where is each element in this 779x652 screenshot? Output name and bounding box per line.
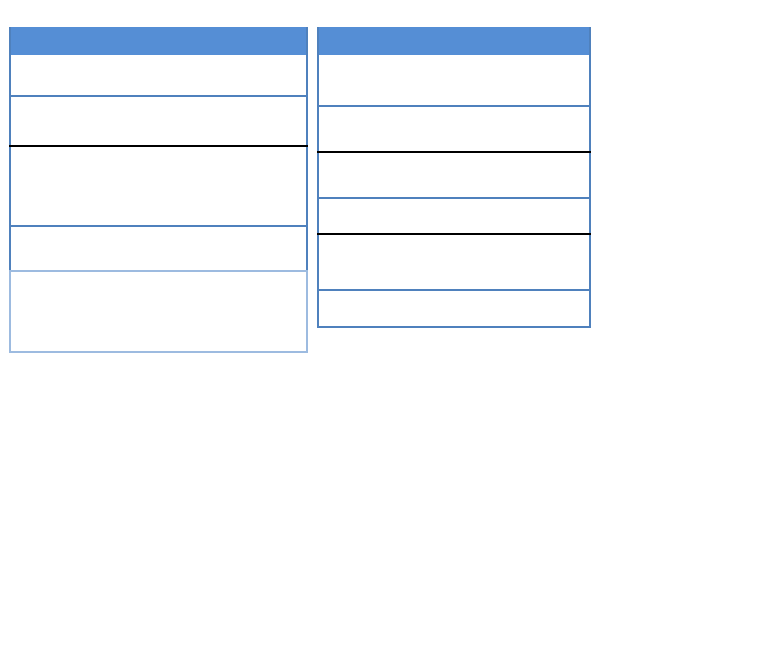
left-table-row — [9, 97, 308, 145]
left-table — [9, 27, 308, 353]
right-table-divider — [317, 233, 591, 235]
right-table-row — [317, 199, 591, 233]
left-table-row — [9, 55, 308, 95]
right-table-divider — [317, 105, 591, 107]
left-table-divider — [9, 225, 308, 227]
right-table — [317, 27, 591, 328]
right-table-header — [317, 27, 591, 55]
right-table-row — [317, 55, 591, 105]
left-table-header — [9, 27, 308, 55]
left-table-frame-light — [9, 270, 308, 353]
left-table-divider — [9, 95, 308, 97]
left-table-row — [9, 147, 308, 225]
right-table-divider — [317, 197, 591, 199]
left-table-row — [9, 227, 308, 270]
right-table-divider — [317, 289, 591, 291]
right-table-row — [317, 235, 591, 289]
left-table-divider — [9, 145, 308, 147]
right-table-frame — [317, 27, 591, 328]
left-table-row — [9, 272, 308, 351]
left-table-divider — [9, 270, 308, 272]
right-table-divider — [317, 151, 591, 153]
right-table-row — [317, 153, 591, 197]
right-table-row — [317, 291, 591, 326]
right-table-row — [317, 107, 591, 151]
